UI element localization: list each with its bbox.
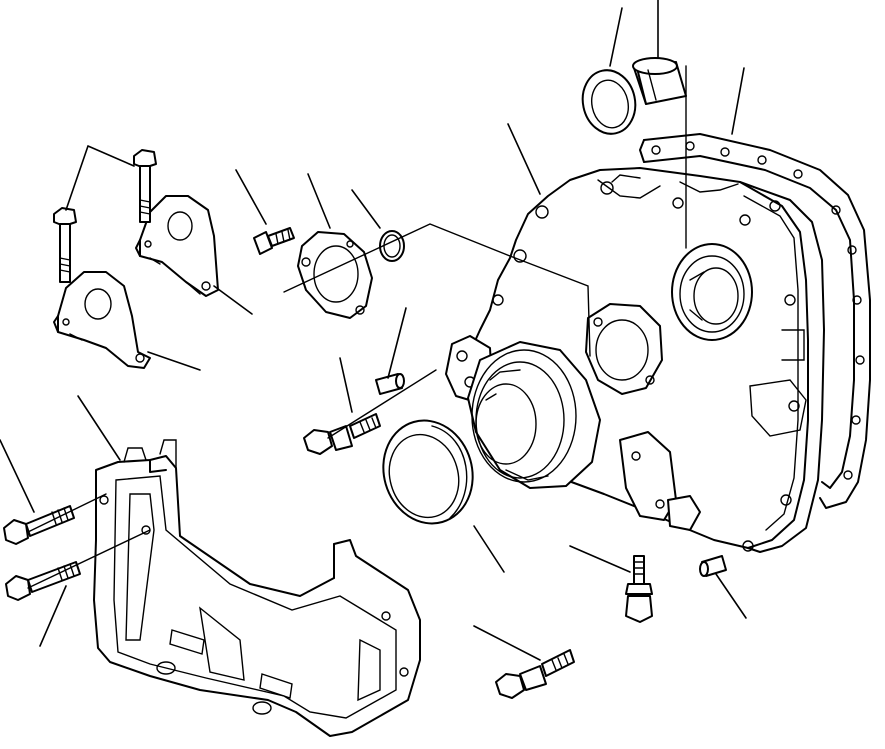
bottom-bolt	[495, 649, 575, 699]
front-cover	[445, 167, 825, 553]
bracket-bolt-1	[3, 505, 75, 545]
long-bolt-2	[53, 207, 77, 283]
mounting-bracket-a	[135, 195, 219, 297]
small-oil-seal	[581, 69, 637, 135]
engine-mount-bracket	[93, 439, 421, 737]
dowel-pin-1	[375, 373, 405, 395]
mounting-bracket-b	[53, 271, 151, 369]
large-oil-seal	[475, 383, 537, 465]
dowel-pin-2	[699, 555, 727, 577]
stud-bolt	[625, 555, 653, 623]
flange-bolt	[303, 413, 381, 455]
short-bolt	[253, 227, 295, 255]
cover-gasket	[639, 133, 871, 509]
leader-lines	[0, 0, 747, 661]
flange-gasket	[297, 231, 373, 319]
long-bolt-1	[133, 149, 157, 223]
crank-oil-seal	[382, 419, 474, 525]
bushing	[632, 57, 687, 105]
assembly-guide-lines	[27, 65, 687, 589]
